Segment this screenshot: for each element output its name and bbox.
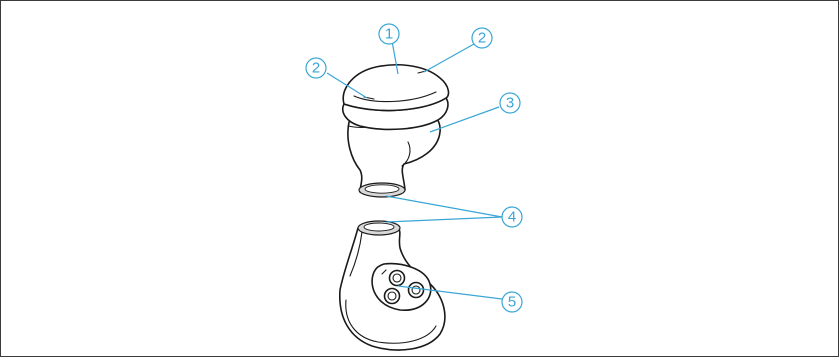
callout-1: 1 [379,24,399,44]
callout-3: 3 [500,93,520,113]
svg-text:5: 5 [508,294,516,311]
svg-text:2: 2 [478,30,486,47]
svg-text:4: 4 [508,209,516,226]
svg-text:1: 1 [385,26,393,43]
callout-2-right: 2 [472,28,492,48]
callout-5: 5 [502,292,522,312]
ear-tip-part [340,221,445,350]
callout-2-left: 2 [306,58,326,78]
callout-4: 4 [502,207,522,227]
svg-text:3: 3 [506,95,514,112]
svg-text:2: 2 [312,60,320,77]
earbud-top-cap [343,65,448,111]
